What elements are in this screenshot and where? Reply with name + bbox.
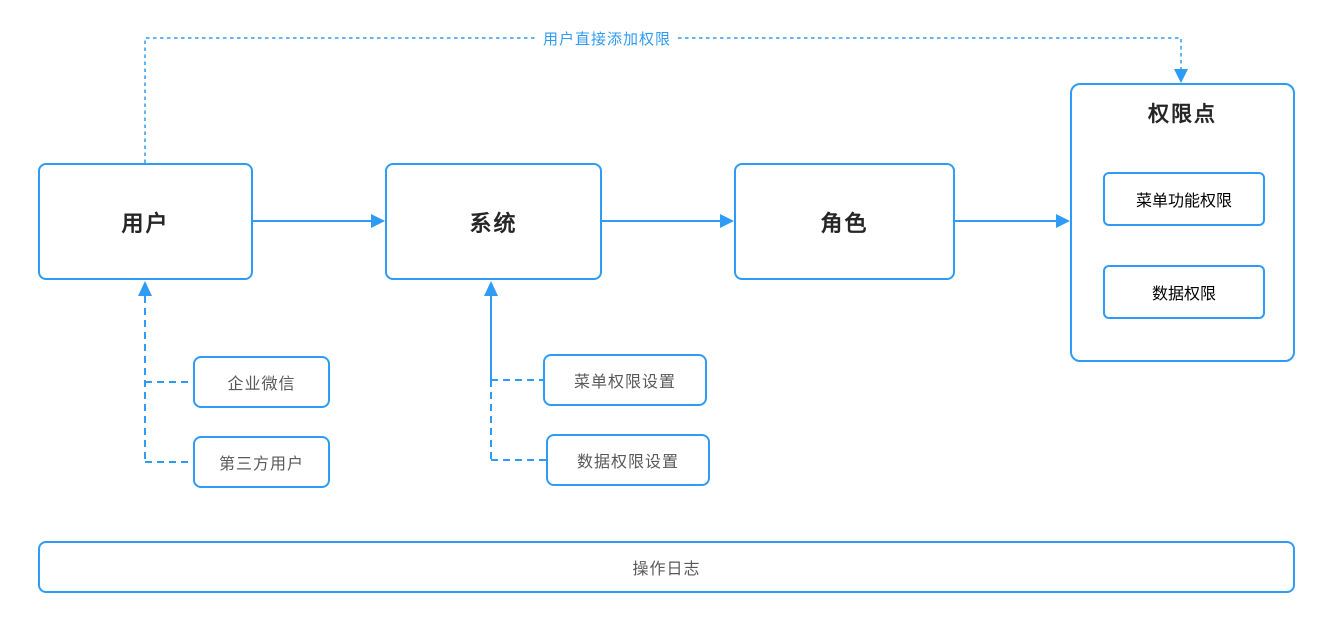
arrowhead-into-system [371, 214, 385, 228]
node-third-party-user: 第三方用户 [193, 436, 330, 488]
node-operation-log-label: 操作日志 [632, 561, 701, 578]
edge-user-direct-add [144, 37, 1182, 163]
node-menu-permission-setting-label: 菜单权限设置 [573, 374, 676, 391]
arrowhead-into-user-bottom [138, 281, 152, 296]
node-enterprise-wechat: 企业微信 [193, 356, 330, 408]
node-menu-function-permission: 菜单功能权限 [1103, 172, 1265, 226]
node-third-party-user-label: 第三方用户 [218, 456, 304, 473]
node-data-permission-setting: 数据权限设置 [546, 434, 710, 486]
node-system: 系统 [385, 163, 602, 280]
node-role: 角色 [734, 163, 955, 280]
node-user: 用户 [38, 163, 253, 280]
node-system-label: 系统 [469, 210, 518, 236]
node-data-permission: 数据权限 [1103, 265, 1265, 319]
edge-label-user-direct-add: 用户直接添加权限 [536, 28, 679, 49]
node-data-permission-label: 数据权限 [1151, 286, 1216, 303]
node-operation-log: 操作日志 [38, 541, 1295, 593]
node-permission-point-title: 权限点 [1148, 103, 1217, 126]
node-menu-permission-setting: 菜单权限设置 [543, 354, 707, 406]
arrowhead-into-permission-point-left [1056, 214, 1070, 228]
node-menu-function-permission-label: 菜单功能权限 [1135, 193, 1232, 210]
node-user-label: 用户 [121, 210, 170, 236]
arrowhead-into-role [720, 214, 734, 228]
node-role-label: 角色 [820, 210, 869, 236]
node-enterprise-wechat-label: 企业微信 [227, 376, 296, 393]
arrowhead-into-permission-point-top [1174, 69, 1188, 83]
node-permission-point: 权限点 菜单功能权限 数据权限 [1070, 83, 1295, 362]
node-data-permission-setting-label: 数据权限设置 [576, 454, 679, 471]
arrowhead-into-system-bottom [484, 281, 498, 296]
